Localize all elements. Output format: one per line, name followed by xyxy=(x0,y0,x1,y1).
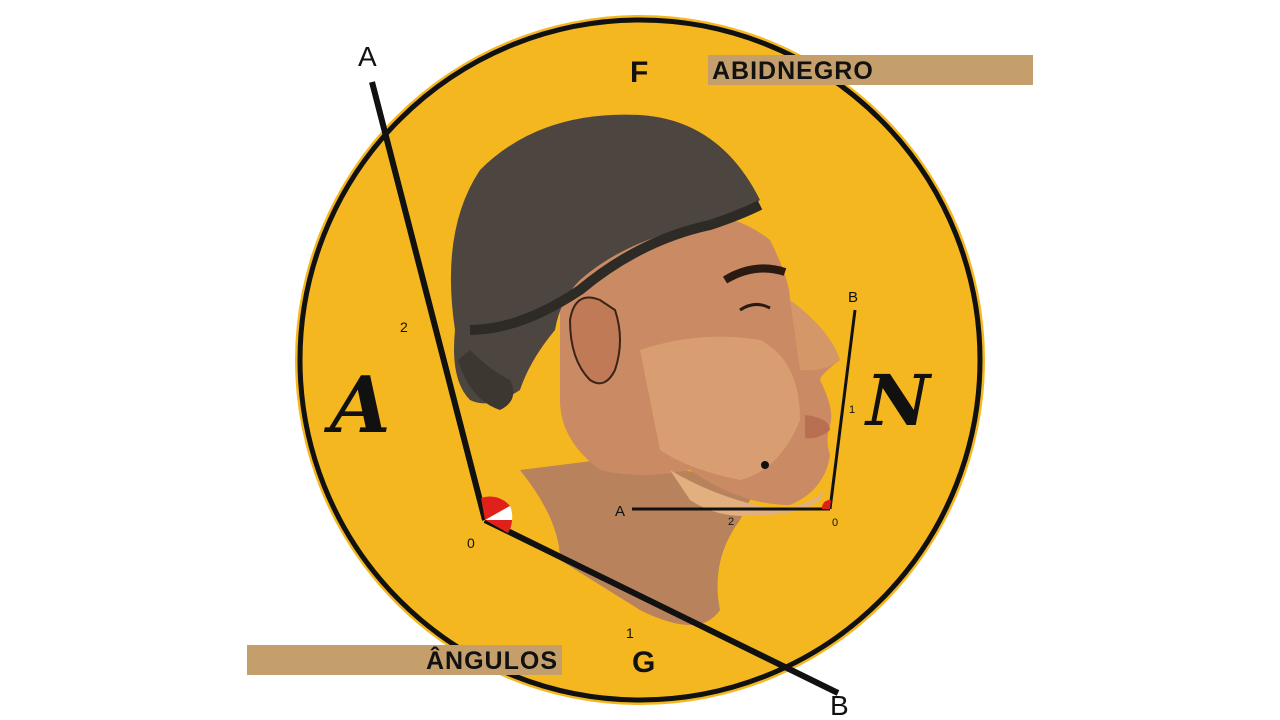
coin-letter-top: F xyxy=(630,56,648,89)
title-band: ABIDNEGRO xyxy=(708,55,1033,85)
left-angle-mark-red-2 xyxy=(485,520,512,533)
subtitle-band: ÂNGULOS xyxy=(247,645,562,675)
right-label-mark-2: 2 xyxy=(728,516,734,528)
right-label-a: A xyxy=(615,503,625,520)
left-label-a: A xyxy=(358,41,377,72)
right-label-b: B xyxy=(848,289,858,306)
title-text: ABIDNEGRO xyxy=(712,57,874,85)
right-angle-mark xyxy=(821,499,831,509)
lips xyxy=(805,415,830,439)
left-label-vertex: 0 xyxy=(467,535,475,551)
coin-rim xyxy=(297,17,983,703)
left-ray-b xyxy=(483,517,840,696)
subtitle-text: ÂNGULOS xyxy=(426,647,558,675)
coin-letter-bottom: G xyxy=(632,646,655,679)
coin-letter-right: N xyxy=(864,359,933,442)
left-ray-a xyxy=(369,81,488,521)
coin-letter-left: A xyxy=(323,360,391,451)
cap-knot xyxy=(458,350,514,410)
left-label-mark-1: 1 xyxy=(626,625,634,641)
mole xyxy=(761,461,769,469)
jaw-highlight xyxy=(670,470,825,516)
head-cap xyxy=(450,114,760,404)
eyebrow xyxy=(722,264,787,284)
nose xyxy=(790,300,840,371)
ear xyxy=(568,296,621,385)
right-ray-b xyxy=(828,309,857,510)
right-label-mark-1: 1 xyxy=(849,404,855,416)
left-label-b: B xyxy=(830,690,849,720)
left-angle-mark-white xyxy=(485,506,513,520)
eye xyxy=(739,303,771,312)
face-highlight xyxy=(640,336,800,480)
left-angle-mark-red-1 xyxy=(481,496,510,520)
left-label-mark-2: 2 xyxy=(400,319,408,335)
cap-band xyxy=(469,200,763,335)
right-label-vertex: 0 xyxy=(832,517,838,529)
